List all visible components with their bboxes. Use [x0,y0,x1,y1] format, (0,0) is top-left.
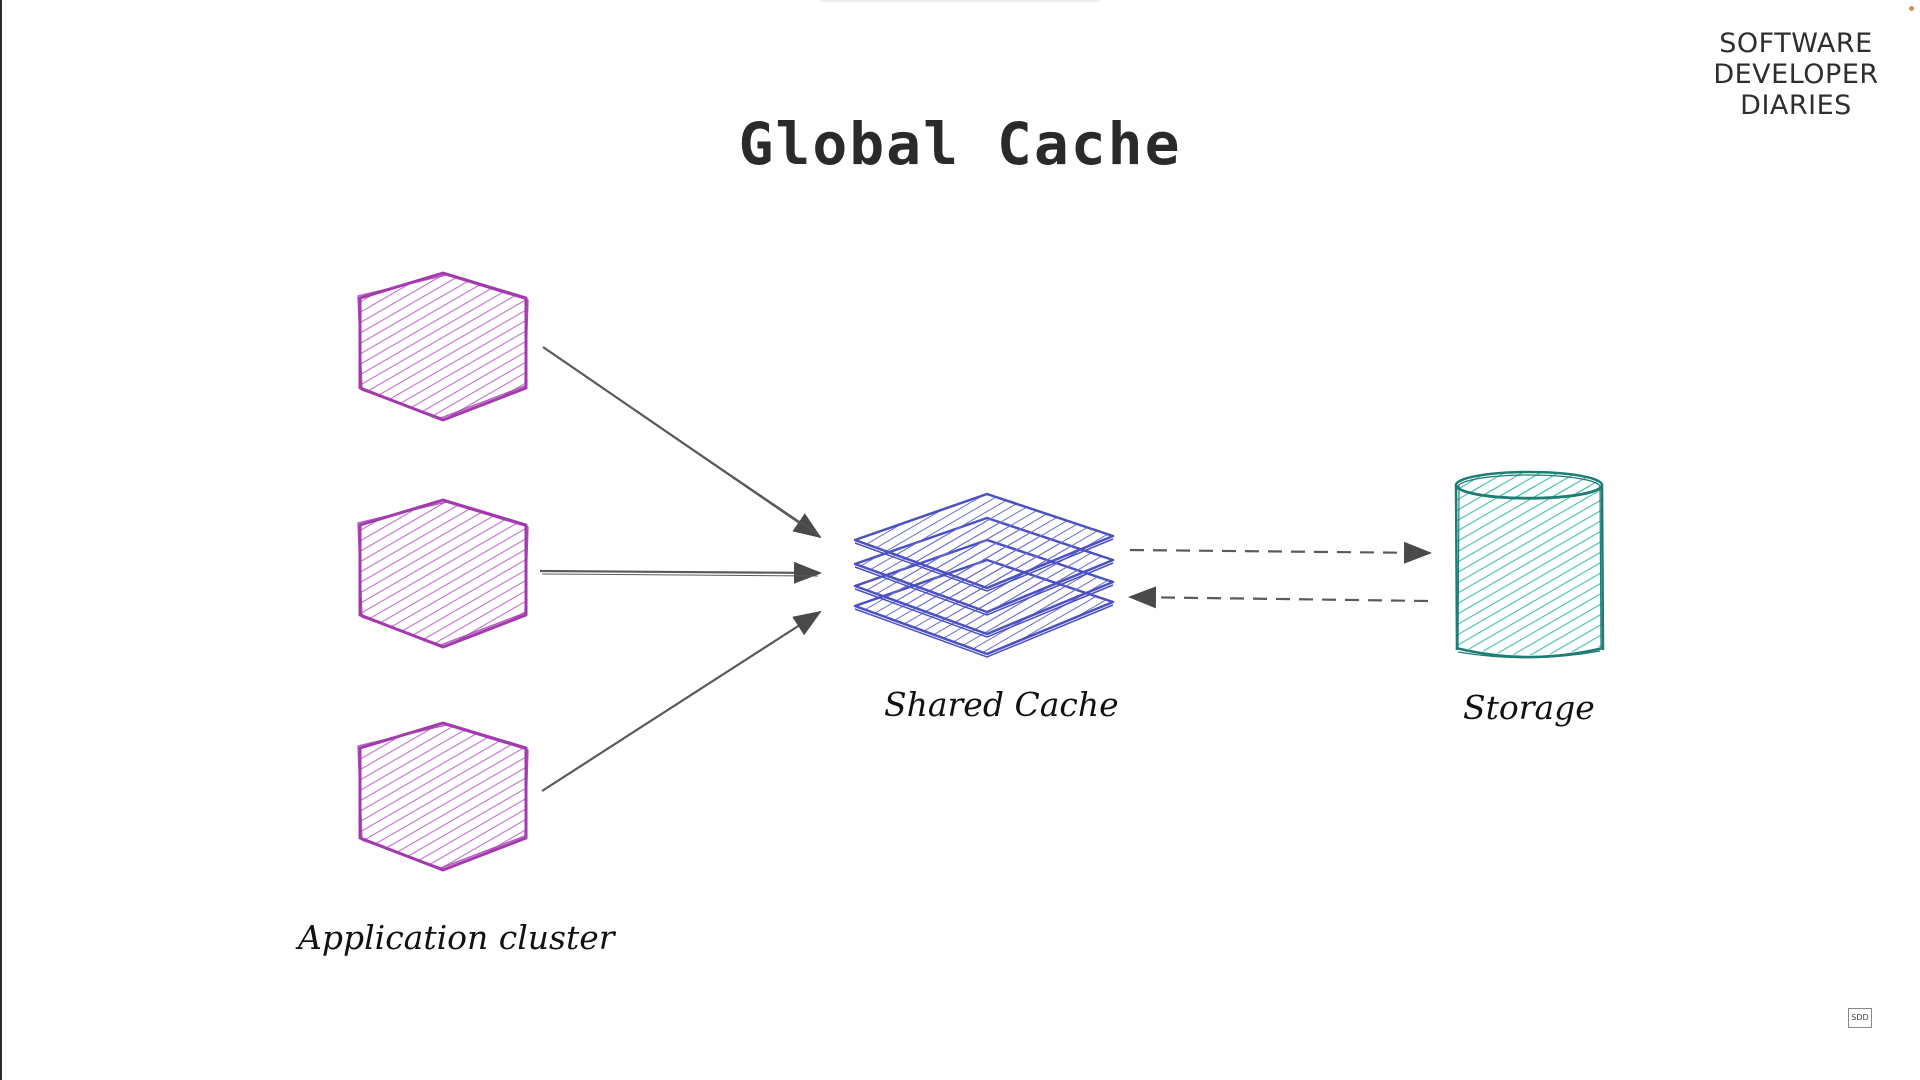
corner-dot [1909,6,1914,11]
shared-cache-node [853,492,1115,658]
arrow-app1-to-cache [542,346,822,539]
cache-layer-1 [853,492,1115,592]
page-title: Global Cache [738,110,1182,178]
sdd-badge: SDD [1848,1008,1872,1028]
app-node-3 [357,721,529,872]
storage-node [1454,470,1605,659]
application-cluster-label: Application cluster [298,918,615,957]
brand-line-3: DIARIES [1740,90,1852,121]
brand-logo: SOFTWARE DEVELOPER DIARIES [1696,28,1896,121]
arrow-cache-to-storage [1129,541,1432,564]
left-border [0,0,2,1080]
brand-line-1: SOFTWARE [1719,28,1873,59]
arrow-app2-to-cache [539,561,822,584]
arrow-storage-to-cache [1128,586,1429,609]
storage-label: Storage [1463,688,1595,727]
arrow-app3-to-cache [541,610,822,792]
app-node-1 [357,271,529,422]
brand-line-2: DEVELOPER [1713,59,1879,90]
app-node-2 [357,498,529,649]
shared-cache-label: Shared Cache [884,685,1119,724]
top-tab [820,0,1100,2]
